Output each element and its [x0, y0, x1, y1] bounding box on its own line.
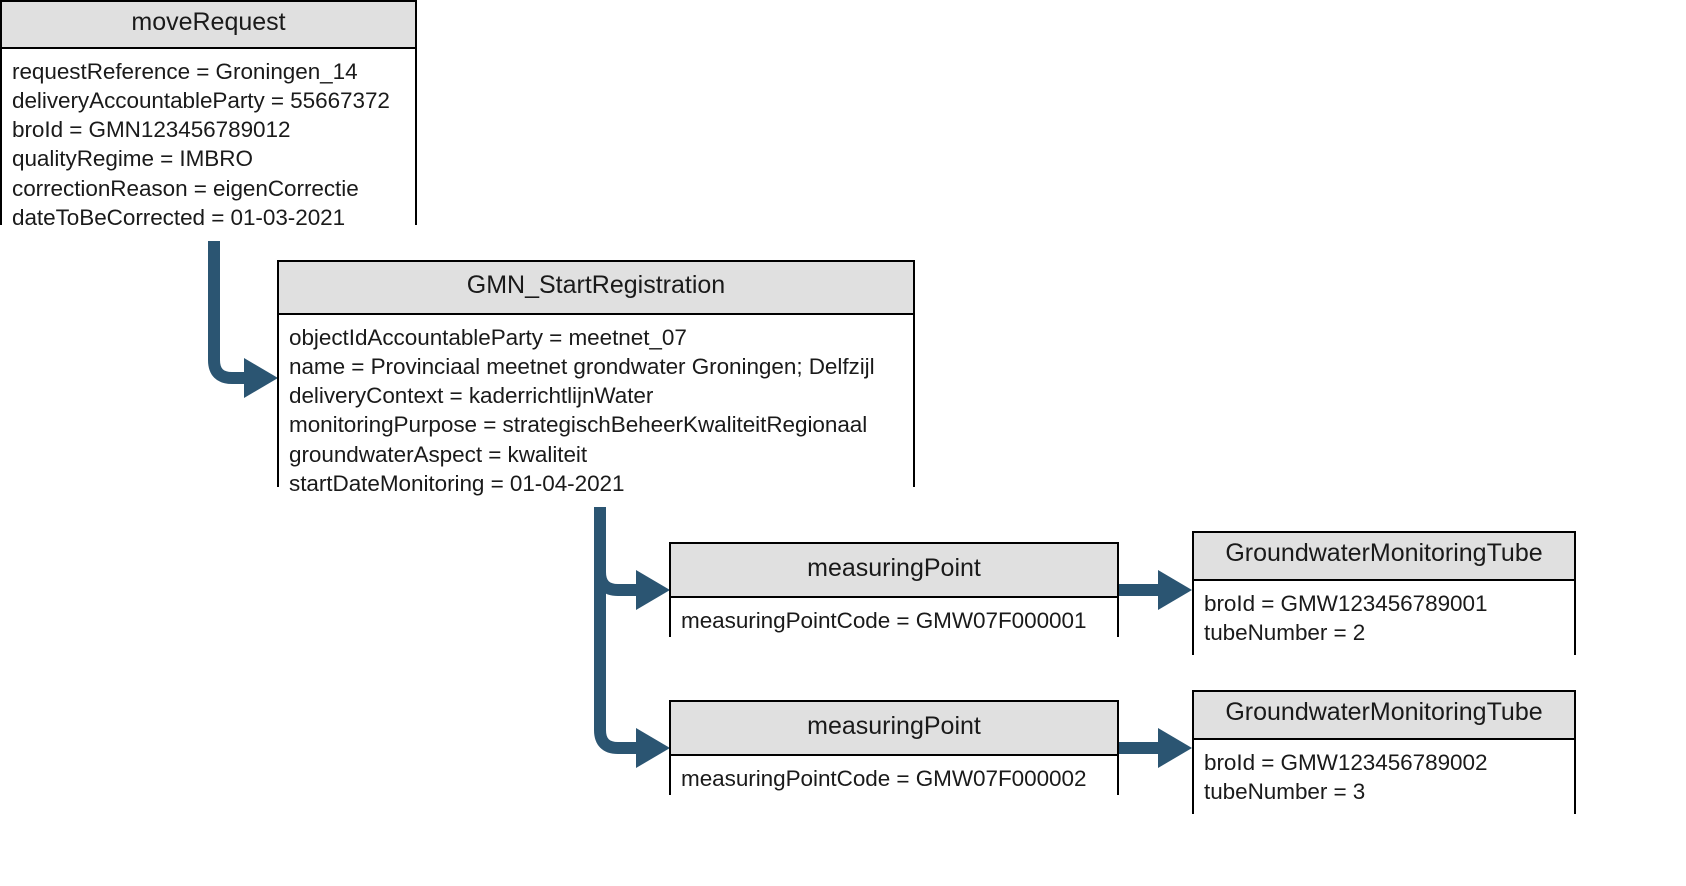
object-box-title-gmn-startregistration: GMN_StartRegistration	[279, 262, 913, 315]
object-box-groundwatermonitoringtube-2[interactable]: GroundwaterMonitoringTube broId = GMW123…	[1192, 690, 1576, 816]
object-box-title-groundwatermonitoringtube-1: GroundwaterMonitoringTube	[1194, 533, 1574, 581]
object-box-title-measuringpoint-1: measuringPoint	[671, 544, 1117, 598]
connector-gmn-to-measuringpoint-2	[594, 488, 670, 768]
attribute-row: measuringPointCode = GMW07F000001	[681, 608, 1087, 633]
object-box-title-moverequest: moveRequest	[2, 2, 415, 49]
object-box-attributes-moverequest: requestReference = Groningen_14 delivery…	[2, 49, 415, 241]
object-box-title-groundwatermonitoringtube-2: GroundwaterMonitoringTube	[1194, 692, 1574, 740]
object-box-title-measuringpoint-2: measuringPoint	[671, 702, 1117, 756]
attribute-row: qualityRegime = IMBRO	[12, 146, 253, 172]
object-box-measuringpoint-1[interactable]: measuringPoint measuringPointCode = GMW0…	[669, 542, 1119, 645]
attribute-row: monitoringPurpose = strategischBeheerKwa…	[289, 412, 868, 438]
attribute-row: correctionReason = eigenCorrectie	[12, 175, 359, 201]
attribute-row: dateToBeCorrected = 01-03-2021	[12, 204, 346, 230]
object-box-attributes-groundwatermonitoringtube-2: broId = GMW123456789002 tubeNumber = 3	[1194, 740, 1574, 816]
object-box-attributes-gmn-startregistration: objectIdAccountableParty = meetnet_07 na…	[279, 315, 913, 507]
attribute-row: deliveryAccountableParty = 55667372	[12, 88, 390, 114]
attribute-row: broId = GMW123456789001	[1204, 591, 1488, 616]
object-box-attributes-measuringpoint-2: measuringPointCode = GMW07F000002	[671, 756, 1117, 803]
object-box-moverequest[interactable]: moveRequest requestReference = Groningen…	[0, 0, 417, 241]
attribute-row: tubeNumber = 2	[1204, 620, 1366, 646]
attribute-row: tubeNumber = 3	[1204, 779, 1366, 805]
attribute-row: deliveryContext = kaderrichtlijnWater	[289, 383, 654, 409]
attribute-row: groundwaterAspect = kwaliteit	[289, 441, 588, 467]
connector-moverequest-to-gmn	[208, 226, 278, 398]
object-box-groundwatermonitoringtube-1[interactable]: GroundwaterMonitoringTube broId = GMW123…	[1192, 531, 1576, 657]
attribute-row: broId = GMW123456789002	[1204, 750, 1488, 775]
attribute-row: objectIdAccountableParty = meetnet_07	[289, 325, 687, 350]
attribute-row: startDateMonitoring = 01-04-2021	[289, 470, 625, 496]
object-box-attributes-groundwatermonitoringtube-1: broId = GMW123456789001 tubeNumber = 2	[1194, 581, 1574, 657]
attribute-row: measuringPointCode = GMW07F000002	[681, 766, 1087, 791]
object-box-gmn-startregistration[interactable]: GMN_StartRegistration objectIdAccountabl…	[277, 260, 915, 507]
connector-measuringpoint-1-to-tube-1	[1119, 570, 1192, 610]
attribute-row: broId = GMN123456789012	[12, 117, 291, 143]
attribute-row: requestReference = Groningen_14	[12, 59, 358, 84]
attribute-row: name = Provinciaal meetnet grondwater Gr…	[289, 354, 875, 380]
connector-measuringpoint-2-to-tube-2	[1119, 728, 1192, 768]
object-box-attributes-measuringpoint-1: measuringPointCode = GMW07F000001	[671, 598, 1117, 645]
object-box-measuringpoint-2[interactable]: measuringPoint measuringPointCode = GMW0…	[669, 700, 1119, 803]
